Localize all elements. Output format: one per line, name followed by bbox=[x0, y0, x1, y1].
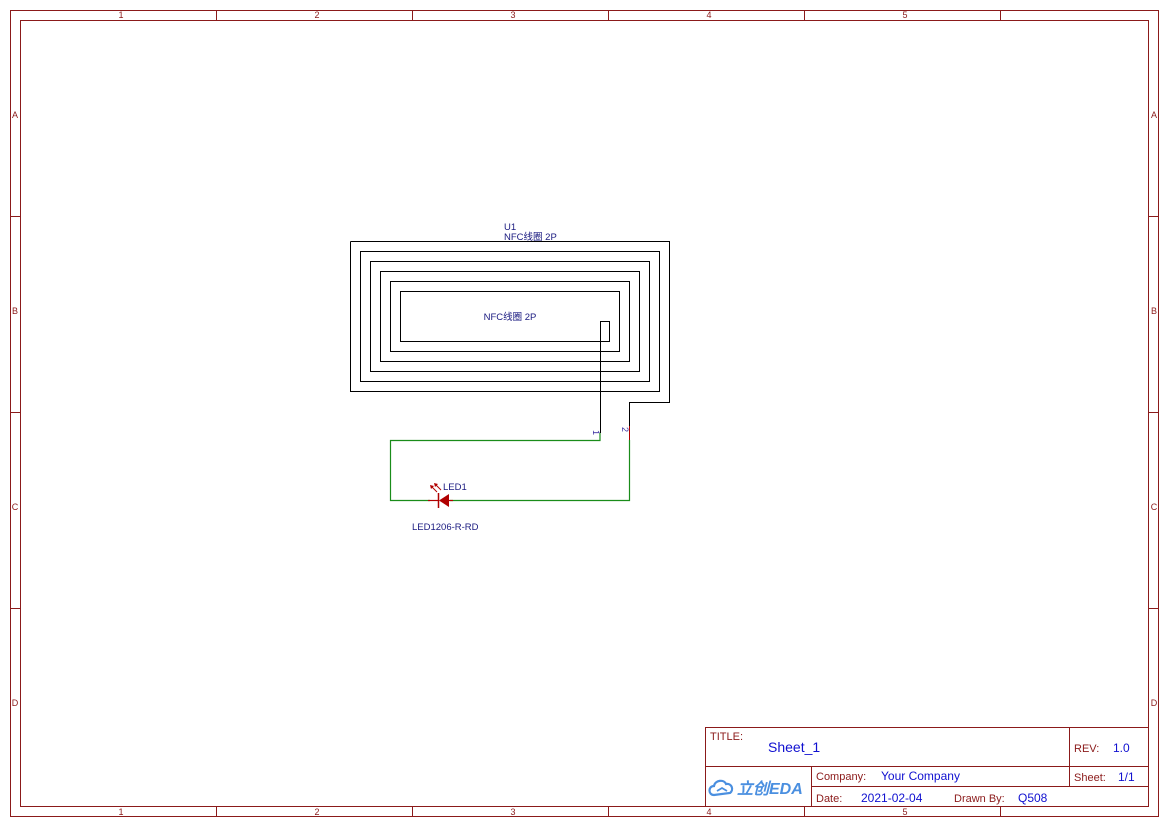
inner-frame bbox=[20, 20, 1149, 807]
row-dividers-left bbox=[10, 216, 20, 609]
col-label-bottom-5: 5 bbox=[902, 807, 907, 817]
company-label: Company: bbox=[816, 771, 866, 783]
row-dividers-right bbox=[1149, 216, 1159, 609]
row-label-left-a: A bbox=[12, 110, 18, 120]
lceda-logo: 立创EDA bbox=[708, 779, 803, 798]
nfc-coil-u1[interactable]: U1 NFC线圈 2P NFC线圈 2P 1 2 bbox=[350, 222, 670, 440]
row-label-left-c: C bbox=[12, 502, 19, 512]
row-label-left-d: D bbox=[12, 698, 19, 708]
led-triangle bbox=[439, 494, 449, 507]
row-label-right-a: A bbox=[1151, 110, 1157, 120]
coil-outer-turn bbox=[350, 241, 670, 433]
u1-pin-2-label: 2 bbox=[620, 427, 630, 432]
u1-designator: U1 bbox=[504, 222, 516, 233]
wire-pin1-to-led[interactable] bbox=[389, 433, 601, 502]
row-label-right-d: D bbox=[1151, 698, 1158, 708]
col-label-bottom-2: 2 bbox=[314, 807, 319, 817]
row-label-right-c: C bbox=[1151, 502, 1158, 512]
date-label: Date: bbox=[816, 793, 842, 805]
logo-text: 立创EDA bbox=[737, 780, 803, 798]
col-label-top-5: 5 bbox=[902, 10, 907, 20]
col-label-top-4: 4 bbox=[706, 10, 711, 20]
col-label-bottom-1: 1 bbox=[118, 807, 123, 817]
led1-designator: LED1 bbox=[443, 482, 467, 493]
cloud-icon bbox=[708, 779, 734, 797]
drawn-by-value: Q508 bbox=[1018, 791, 1048, 805]
sheet-label: Sheet: bbox=[1074, 772, 1106, 784]
led1[interactable]: LED1 LED1206-R-RD bbox=[412, 482, 479, 533]
date-value: 2021-02-04 bbox=[861, 791, 923, 805]
col-label-bottom-3: 3 bbox=[510, 807, 515, 817]
u1-pin-1-label: 1 bbox=[591, 430, 601, 435]
col-label-top-1: 1 bbox=[118, 10, 123, 20]
led1-value: LED1206-R-RD bbox=[412, 522, 479, 533]
col-label-bottom-4: 4 bbox=[706, 807, 711, 817]
drawn-by-label: Drawn By: bbox=[954, 793, 1005, 805]
led-emission-arrows-icon bbox=[430, 483, 442, 493]
u1-value: NFC线圈 2P bbox=[504, 231, 557, 243]
col-label-top-2: 2 bbox=[314, 10, 319, 20]
row-label-left-b: B bbox=[12, 306, 18, 316]
column-dividers-bottom bbox=[216, 806, 1001, 816]
column-dividers-top bbox=[216, 10, 1001, 20]
rev-value: 1.0 bbox=[1113, 741, 1130, 755]
row-label-right-b: B bbox=[1151, 306, 1157, 316]
title-label: TITLE: bbox=[710, 731, 743, 743]
wire-pin2-to-led[interactable] bbox=[450, 440, 631, 502]
coil-spiral bbox=[350, 241, 660, 433]
company-value: Your Company bbox=[881, 769, 960, 783]
rev-label: REV: bbox=[1074, 743, 1099, 755]
outer-frame bbox=[10, 10, 1159, 817]
sheet-value: 1/1 bbox=[1118, 770, 1135, 784]
title-block: TITLE: Sheet_1 REV: 1.0 Company: Your Co… bbox=[705, 727, 1149, 807]
title-value: Sheet_1 bbox=[768, 739, 820, 755]
u1-body-label: NFC线圈 2P bbox=[484, 311, 537, 323]
col-label-top-3: 3 bbox=[510, 10, 515, 20]
